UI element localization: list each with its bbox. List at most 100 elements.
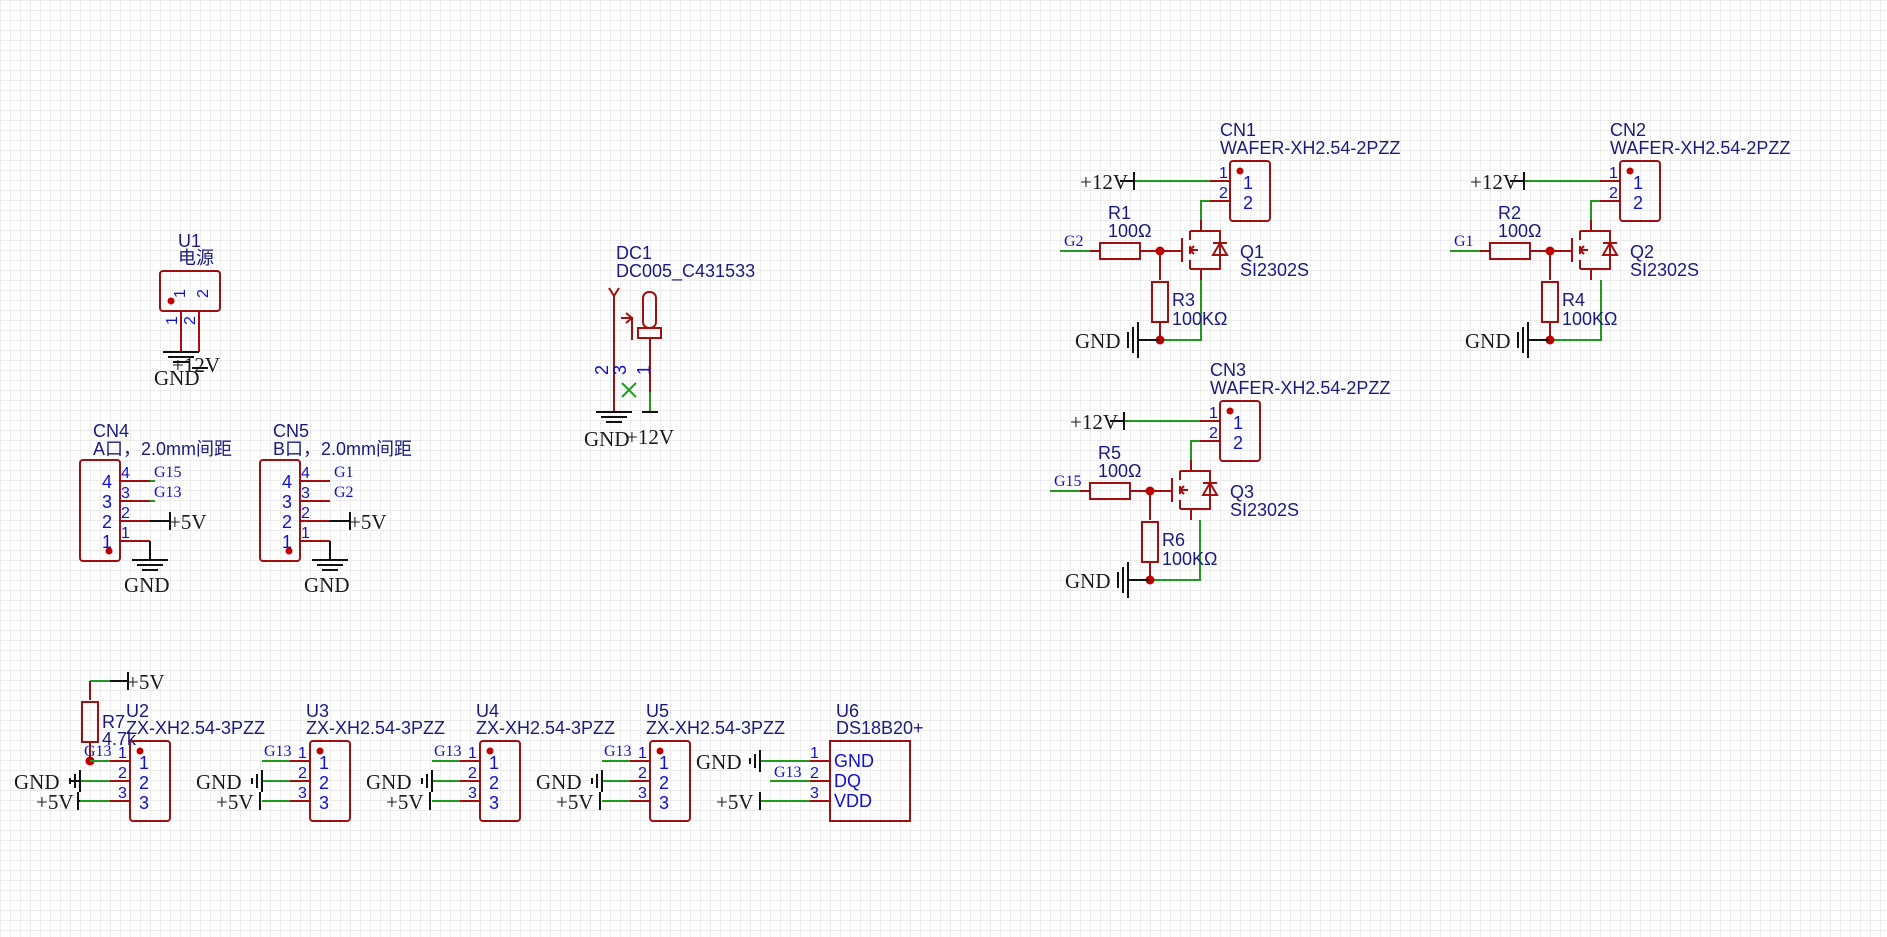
cn1-drain-wire [1200,200,1210,220]
component-u6[interactable]: U6 DS18B20+ GND DQ VDD 1 2 3 G13 GND +5V [696,701,924,822]
u3-pins [290,760,310,802]
component-q2[interactable]: Q2 SI2302S [1550,220,1699,341]
u4-5v-net: +5V [386,790,424,814]
cn3-body [1219,400,1261,462]
cn4-pins [120,480,150,542]
component-cn4[interactable]: CN4 A口，2.0mm间距 4 3 2 1 4 3 2 1 G15 G13 +… [79,421,232,597]
u1-pin2-label: 2 [182,316,199,325]
component-cn3[interactable]: CN3 WAFER-XH2.54-2PZZ 1 2 1 2 +12V [1070,360,1390,462]
component-u2[interactable]: U2 ZX-XH2.54-3PZZ 1 2 3 1 2 3 G13 GND +5… [14,701,265,822]
component-cn5[interactable]: CN5 B口，2.0mm间距 4 3 2 1 4 3 2 1 G1 G2 +5V… [259,421,412,597]
dc1-12v-net: +12V [626,425,674,449]
cn4-net-g13: G13 [154,484,182,501]
component-r2[interactable]: R2 100Ω G1 [1450,203,1555,260]
u4-gnd-net: GND [366,770,412,794]
cn4-pin3-inner: 3 [102,492,112,512]
cn3-pin1-marker [1226,407,1234,415]
cn1-pins [1210,180,1230,202]
cn3-12v-net: +12V [1070,410,1118,434]
cn5-ref: CN5 [273,421,309,441]
cn5-pin4-inner: 4 [282,472,292,492]
r2-net: G1 [1454,233,1474,250]
q1-source-wire [1160,280,1202,341]
cn4-pin1-marker [105,547,113,555]
u6-5v-net: +5V [716,790,754,814]
u2-gnd-net: GND [14,770,60,794]
u1-body [159,270,221,312]
component-cn1[interactable]: CN1 WAFER-XH2.54-2PZZ 1 2 1 2 +12V [1080,120,1400,222]
component-dc1[interactable]: DC1 DC005_C431533 2 3 1 GND +12V [584,243,755,451]
u3-ref: U3 [306,701,329,721]
dc1-ref: DC1 [616,243,652,263]
cn5-pin3-label: 3 [301,485,310,502]
u3-pin1-label: 1 [298,745,307,762]
cn5-pin4-label: 4 [301,465,310,482]
component-u5[interactable]: U5 ZX-XH2.54-3PZZ 1 2 3 1 2 3 G13 GND +5… [536,701,785,822]
component-r5[interactable]: R5 100Ω G15 [1050,443,1155,500]
r3-gnd-symbol [1127,322,1160,358]
component-r6[interactable]: R6 100KΩ GND [1065,491,1218,598]
cn5-pin1-inner: 1 [282,532,292,552]
u1-ref: U1 [178,231,201,251]
component-u3[interactable]: U3 ZX-XH2.54-3PZZ 1 2 3 1 2 3 G13 GND +5… [196,701,445,822]
u2-wires [80,760,110,802]
component-cn2[interactable]: CN2 WAFER-XH2.54-2PZZ 1 2 1 2 +12V [1470,120,1790,222]
component-u1[interactable]: U1 电源 1 2 1 2 GND +12V [154,231,221,390]
cn1-pin2-inner: 2 [1243,193,1253,213]
cn2-pin1-label: 1 [1609,165,1618,182]
u1-12v-net: +12V [172,353,220,377]
u6-pins [810,760,830,802]
dc1-pin2-lead [608,287,620,412]
u5-gnd-symbol [591,770,603,792]
u3-body [309,740,351,822]
q2-source-wire [1550,280,1602,341]
u1-gnd-net: GND [154,366,200,390]
cn2-drain-wire [1590,200,1600,220]
dc1-barrel [642,291,657,329]
u6-ref: U6 [836,701,859,721]
r7-body [81,701,99,743]
component-u4[interactable]: U4 ZX-XH2.54-3PZZ 1 2 3 1 2 3 G13 GND +5… [366,701,615,822]
cn3-pin2-label: 2 [1209,425,1218,442]
component-q3[interactable]: Q3 SI2302S [1150,460,1299,581]
component-q1[interactable]: Q1 SI2302S [1160,220,1309,341]
cn2-pin1-inner: 1 [1633,173,1643,193]
u4-pin3-label: 3 [468,785,477,802]
u5-wires [602,760,630,802]
u5-net: G13 [604,743,632,760]
u4-gnd-symbol [421,770,433,792]
u2-net: G13 [84,743,112,760]
component-r4[interactable]: R4 100KΩ GND [1465,251,1618,358]
cn4-net-g15: G15 [154,464,182,481]
cn5-body [259,459,301,562]
u3-pin1-marker [316,747,324,755]
dc1-pin3-label: 3 [610,365,630,375]
u4-net: G13 [434,743,462,760]
u5-body [649,740,691,822]
cn3-value: WAFER-XH2.54-2PZZ [1210,378,1390,398]
u1-pin1-label: 1 [164,316,181,325]
u5-pin3-inner: 3 [659,793,669,813]
q1-mosfet-icon [1160,220,1229,280]
u2-pin1-marker [136,747,144,755]
q2-ref: Q2 [1630,242,1654,262]
cn2-ref: CN2 [1610,120,1646,140]
cn5-pins [300,480,330,542]
component-r3[interactable]: R3 100KΩ GND [1075,251,1228,358]
component-r7[interactable]: +5V R7 4.7k [81,670,165,766]
r1-ref: R1 [1108,203,1131,223]
cn2-pin2-inner: 2 [1633,193,1643,213]
u4-pin2-inner: 2 [489,773,499,793]
cn2-12v-net: +12V [1470,170,1518,194]
component-r1[interactable]: R1 100Ω G2 [1060,203,1165,260]
u5-ref: U5 [646,701,669,721]
q3-value: SI2302S [1230,500,1299,520]
u2-ref: U2 [126,701,149,721]
u6-gnd-net: GND [696,750,742,774]
q3-source-wire [1150,520,1201,581]
cn1-12v-symbol [1120,172,1135,190]
dc1-no-connect-icon [621,382,637,398]
cn5-gnd-symbol [312,541,348,571]
cn3-drain-wire [1190,440,1200,460]
